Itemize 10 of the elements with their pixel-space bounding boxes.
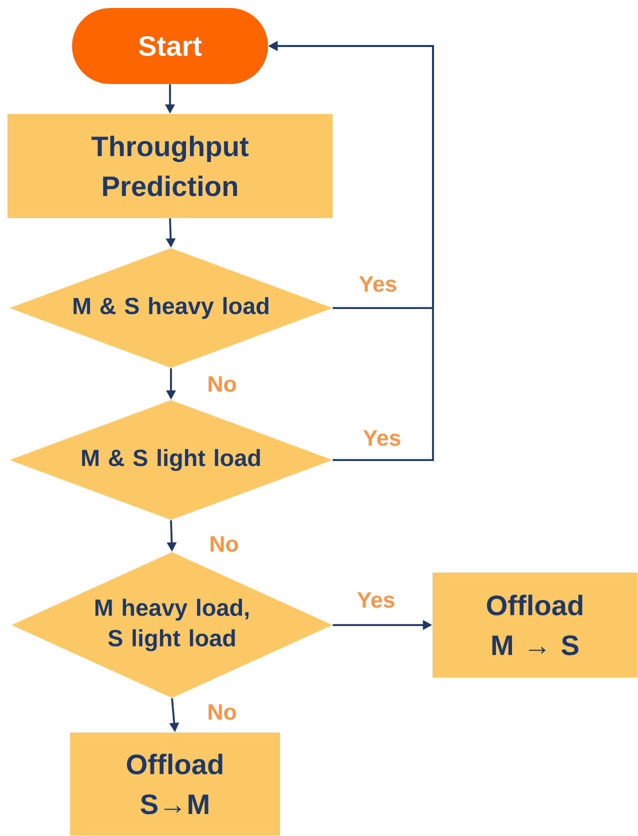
- edge-label: Yes: [358, 275, 398, 293]
- edge-label: No: [206, 703, 238, 721]
- process-box: Offload S→M: [70, 732, 280, 836]
- edge-label: No: [208, 535, 240, 553]
- process-box: Throughput Prediction: [8, 114, 332, 218]
- edge-label: Yes: [362, 429, 402, 447]
- edge-label: Yes: [356, 591, 396, 609]
- process-box: Offload M → S: [432, 572, 638, 678]
- start-terminal: Start: [72, 8, 268, 84]
- edge-label: No: [206, 375, 238, 393]
